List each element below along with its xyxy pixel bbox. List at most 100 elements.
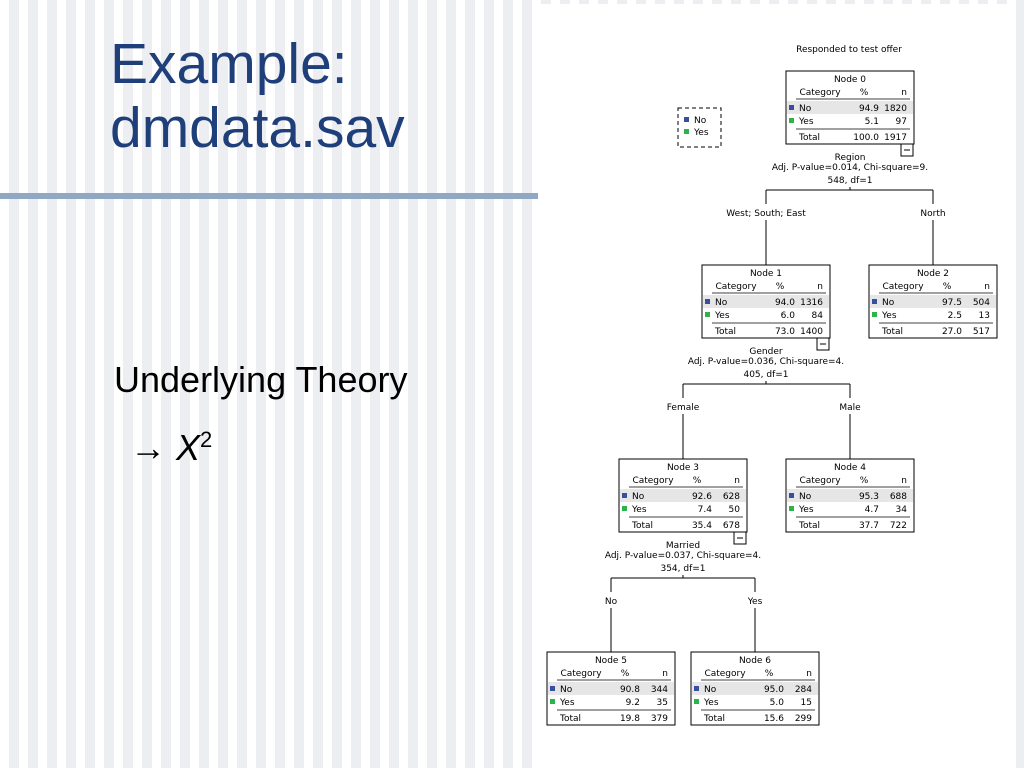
node-title: Node 0 xyxy=(834,75,866,85)
node-row-highlight xyxy=(703,295,829,308)
split-right-label: Yes xyxy=(747,597,763,607)
node-header-n: n xyxy=(806,669,812,679)
node-row-category: No xyxy=(632,492,645,502)
node-header-n: n xyxy=(901,88,907,98)
node-total-n: 1917 xyxy=(884,133,907,143)
node-row-percent: 94.0 xyxy=(775,298,795,308)
node-row-n: 35 xyxy=(657,698,668,708)
node-header-percent: % xyxy=(860,88,869,98)
node-row-n: 628 xyxy=(723,492,740,502)
node-total-percent: 27.0 xyxy=(942,327,962,337)
slide-title-line2: dmdata.sav xyxy=(110,96,405,160)
node-header-category: Category xyxy=(799,476,841,486)
decision-tree: Responded to test offer No Yes RegionAdj… xyxy=(546,45,998,726)
node-row-n: 97 xyxy=(896,117,907,127)
node-row-category: Yes xyxy=(703,698,719,708)
legend-swatch-yes xyxy=(684,129,689,134)
legend: No Yes xyxy=(677,107,722,148)
node-title: Node 4 xyxy=(834,463,866,473)
node-row-swatch xyxy=(872,312,877,317)
node-row-swatch xyxy=(694,686,699,691)
node-header-category: Category xyxy=(882,282,924,292)
node-row-category: Yes xyxy=(798,505,814,515)
collapse-icon[interactable] xyxy=(900,143,914,157)
node-row-swatch xyxy=(622,493,627,498)
collapse-icon[interactable] xyxy=(816,337,830,351)
node-row-percent: 5.0 xyxy=(770,698,785,708)
node-row-swatch xyxy=(789,493,794,498)
split-left-label: West; South; East xyxy=(726,209,806,219)
node-header-percent: % xyxy=(765,669,774,679)
node-row-percent: 9.2 xyxy=(626,698,640,708)
node-total-n: 379 xyxy=(651,714,668,724)
tree-title: Responded to test offer xyxy=(796,45,902,55)
split-stats-cont: 354, df=1 xyxy=(660,564,705,574)
node-row-swatch xyxy=(789,105,794,110)
node-header-category: Category xyxy=(715,282,757,292)
node-row-category: Yes xyxy=(714,311,730,321)
node-row-n: 284 xyxy=(795,685,812,695)
node-row-n: 1316 xyxy=(800,298,823,308)
split-stats: Adj. P-value=0.037, Chi-square=4. xyxy=(605,551,761,561)
node-total-label: Total xyxy=(559,714,581,724)
node-row-highlight xyxy=(620,489,746,502)
node-row-n: 1820 xyxy=(884,104,907,114)
node-row-percent: 92.6 xyxy=(692,492,712,502)
node-title: Node 2 xyxy=(917,269,949,279)
chi-symbol: X xyxy=(176,427,201,468)
legend-label-yes: Yes xyxy=(693,128,709,138)
slide-title: Example: dmdata.sav xyxy=(110,32,405,160)
split-stats-cont: 405, df=1 xyxy=(743,370,788,380)
node-header-category: Category xyxy=(560,669,602,679)
body-text-theory: Underlying Theory xyxy=(114,359,408,400)
collapse-icon[interactable] xyxy=(733,531,747,545)
node-header-category: Category xyxy=(704,669,746,679)
node-row-n: 13 xyxy=(979,311,990,321)
node-total-label: Total xyxy=(798,133,820,143)
node-row-percent: 97.5 xyxy=(942,298,962,308)
split-variable: Region xyxy=(835,153,866,163)
node-row-swatch xyxy=(705,312,710,317)
node-row-percent: 95.3 xyxy=(859,492,879,502)
node-header-percent: % xyxy=(776,282,785,292)
node-title: Node 6 xyxy=(739,656,771,666)
node-row-n: 84 xyxy=(812,311,824,321)
split-stats: Adj. P-value=0.036, Chi-square=4. xyxy=(688,357,844,367)
node-row-swatch xyxy=(872,299,877,304)
node-row-category: Yes xyxy=(559,698,575,708)
node-row-n: 50 xyxy=(729,505,741,515)
node-row-swatch xyxy=(789,118,794,123)
node-row-highlight xyxy=(787,101,913,114)
node-total-percent: 19.8 xyxy=(620,714,640,724)
node-row-n: 688 xyxy=(890,492,907,502)
node-row-category: No xyxy=(799,104,812,114)
node-header-percent: % xyxy=(621,669,630,679)
node-row-n: 504 xyxy=(973,298,990,308)
split-variable: Married xyxy=(666,541,700,551)
node-row-percent: 7.4 xyxy=(698,505,713,515)
node-row-percent: 6.0 xyxy=(781,311,796,321)
node-total-percent: 37.7 xyxy=(859,521,879,531)
node-header-n: n xyxy=(984,282,990,292)
node-row-percent: 90.8 xyxy=(620,685,640,695)
node-title: Node 3 xyxy=(667,463,699,473)
split-stats-cont: 548, df=1 xyxy=(827,176,872,186)
node-total-percent: 35.4 xyxy=(692,521,712,531)
node-row-percent: 4.7 xyxy=(865,505,879,515)
node-header-n: n xyxy=(662,669,668,679)
node-row-percent: 94.9 xyxy=(859,104,879,114)
node-header-n: n xyxy=(734,476,740,486)
slide-title-line1: Example: xyxy=(110,32,348,96)
node-row-swatch xyxy=(550,686,555,691)
node-total-label: Total xyxy=(881,327,903,337)
node-row-swatch xyxy=(694,699,699,704)
